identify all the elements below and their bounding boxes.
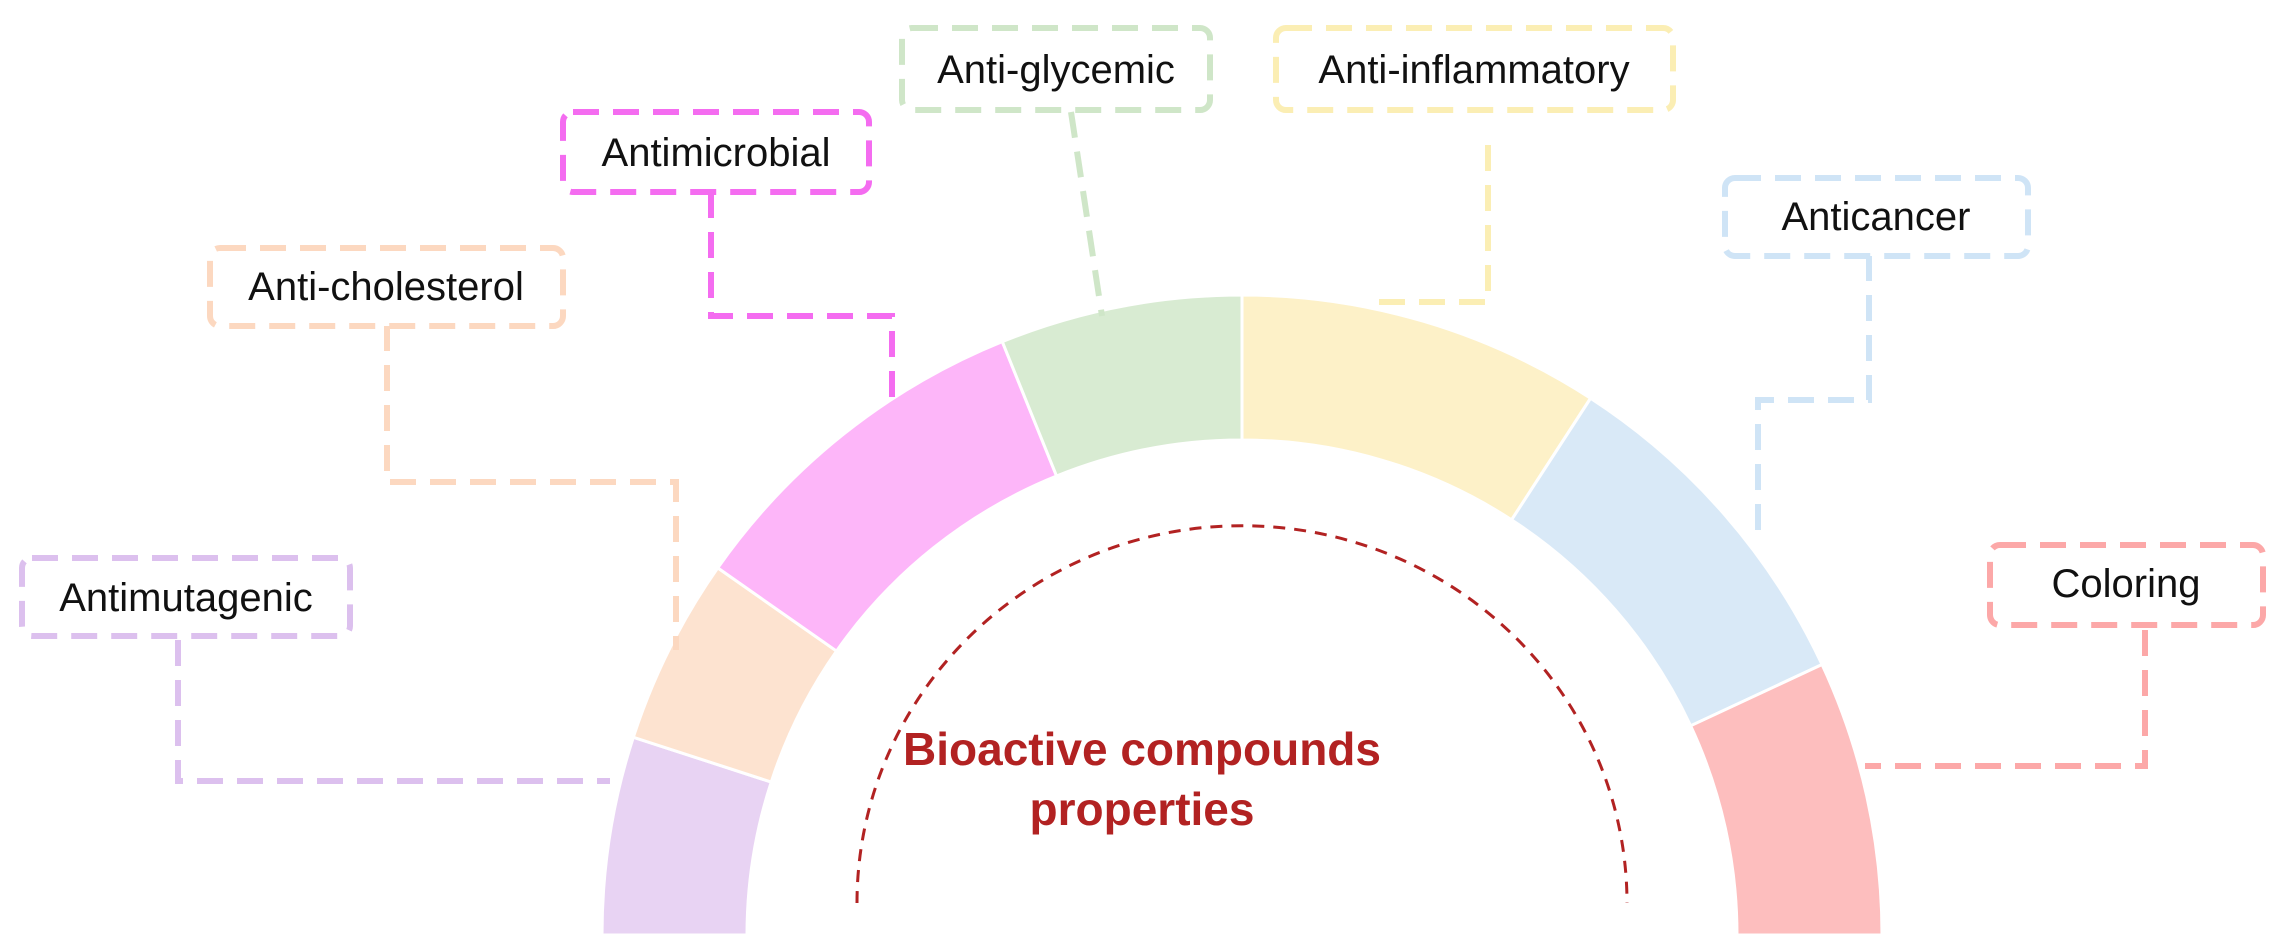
label-box-coloring xyxy=(1987,542,2266,628)
label-anticancer: Anticancer xyxy=(1782,195,1971,239)
connector-anti-inflammatory xyxy=(1378,145,1491,305)
inner-dashed-arc xyxy=(855,524,1629,904)
connector-antimicrobial xyxy=(708,192,895,405)
connectors xyxy=(175,111,2148,784)
label-box-antimutagenic xyxy=(19,555,353,639)
label-texts: Antimutagenic Anti-cholesterol Antimicro… xyxy=(59,48,2200,620)
segment-coloring xyxy=(1688,662,1884,935)
segment-anticancer xyxy=(1509,396,1825,728)
label-box-antimicrobial xyxy=(560,109,872,195)
label-box-anticancer xyxy=(1722,175,2031,259)
label-boxes xyxy=(19,25,2266,639)
connector-anti-glycemic xyxy=(1068,111,1105,317)
label-anti-glycemic: Anti-glycemic xyxy=(937,48,1175,92)
connector-coloring xyxy=(1865,630,2148,769)
label-antimicrobial: Antimicrobial xyxy=(602,131,831,175)
label-anti-inflammatory: Anti-inflammatory xyxy=(1318,48,1629,92)
center-title-line1: Bioactive compounds xyxy=(903,723,1381,775)
label-antimutagenic: Antimutagenic xyxy=(59,576,312,620)
connector-antimutagenic xyxy=(175,640,610,784)
label-anti-cholesterol: Anti-cholesterol xyxy=(248,265,524,309)
connector-anticancer xyxy=(1755,255,1872,540)
ring xyxy=(600,293,1884,935)
label-box-anti-inflammatory xyxy=(1273,25,1676,113)
label-box-anti-glycemic xyxy=(899,25,1213,113)
center-title-line2: properties xyxy=(1030,783,1255,835)
label-coloring: Coloring xyxy=(2052,562,2201,606)
label-box-anti-cholesterol xyxy=(207,245,566,329)
connector-anti-cholesterol xyxy=(384,325,679,650)
